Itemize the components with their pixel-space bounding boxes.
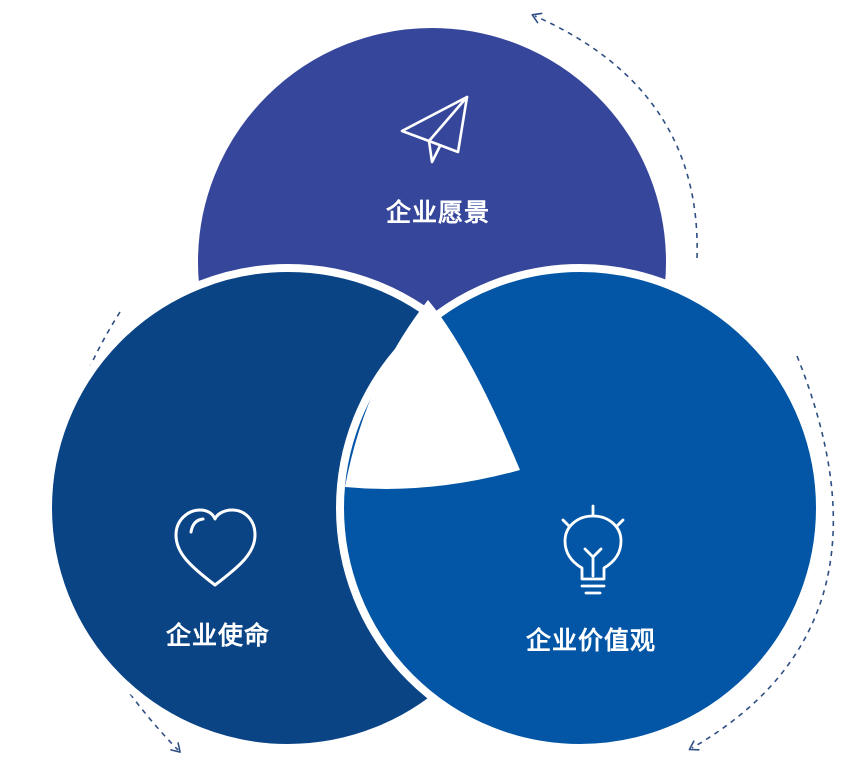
mission-label: 企业使命 [165,621,271,650]
lightbulb-icon [561,504,625,595]
heart-icon [174,508,257,587]
top-right-arrow [531,12,698,259]
bottom-right-arrow [688,355,835,751]
vision-label: 企业愿景 [385,198,491,227]
center-gap [345,300,520,489]
values-label: 企业价值观 [525,626,657,655]
paper-plane-icon [400,95,469,164]
